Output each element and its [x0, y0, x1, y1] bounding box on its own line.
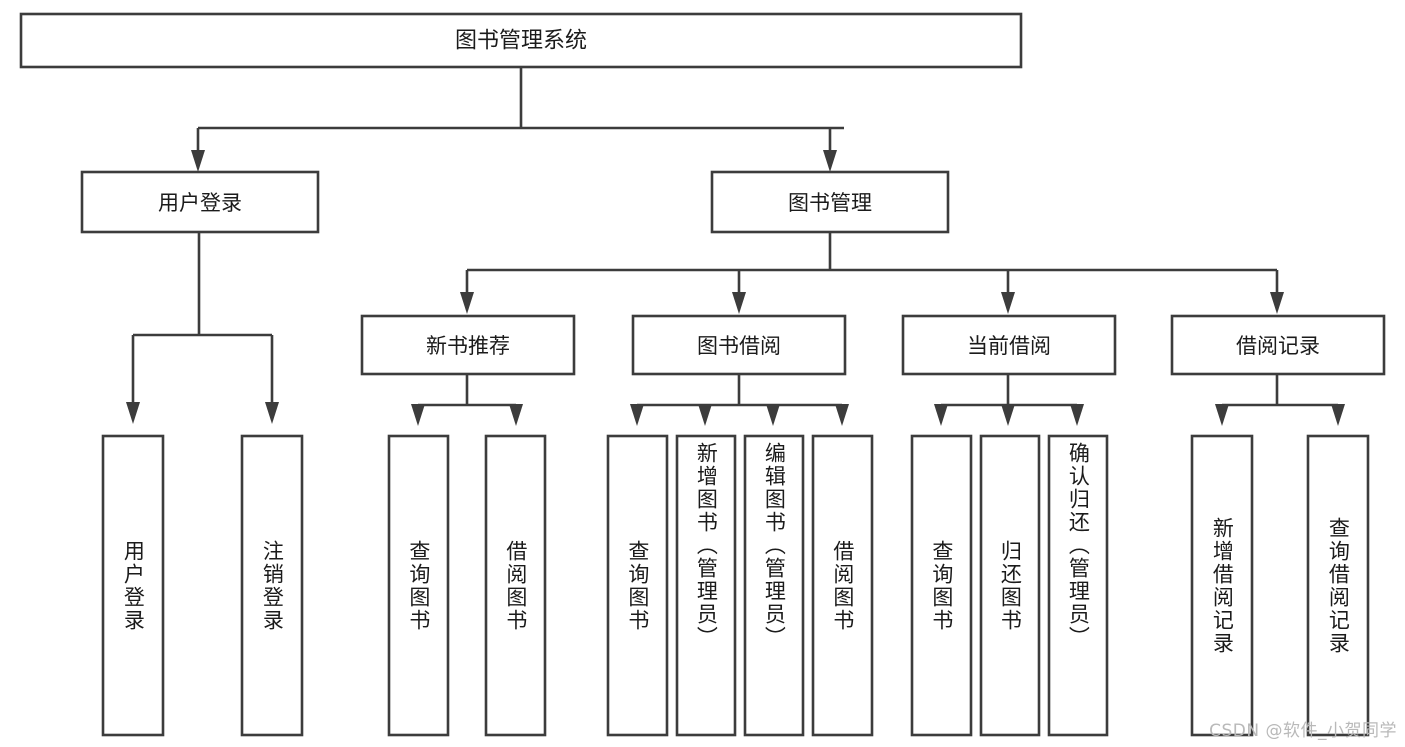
leaf-box-user-login[interactable] [101, 434, 165, 737]
connector-borrowrecord-to-leaves [1215, 374, 1345, 426]
node-current-borrow[interactable]: 当前借阅 [901, 314, 1117, 376]
node-user-login[interactable]: 用户登录 [80, 170, 320, 234]
connector-bookborrow-to-leaves [630, 374, 849, 426]
node-book-borrow[interactable]: 图书借阅 [631, 314, 847, 376]
node-borrow-record-label: 借阅记录 [1236, 334, 1320, 358]
leaf-box-query-books-a[interactable] [387, 434, 450, 737]
leaf-box-query-borrow-rec[interactable] [1306, 434, 1370, 737]
connector-bookmgmt-to-level3 [460, 232, 1284, 314]
leaf-box-edit-book-admin[interactable] [743, 434, 805, 737]
node-user-login-label: 用户登录 [158, 191, 242, 215]
node-book-borrow-label: 图书借阅 [697, 334, 781, 358]
node-current-borrow-label: 当前借阅 [967, 334, 1051, 358]
connector-root-to-level2 [191, 67, 844, 172]
leaf-box-add-borrow-rec[interactable] [1190, 434, 1254, 737]
node-book-management-label: 图书管理 [788, 191, 872, 215]
node-book-management[interactable]: 图书管理 [710, 170, 950, 234]
connector-newbook-to-leaves [411, 374, 523, 426]
node-borrow-record[interactable]: 借阅记录 [1170, 314, 1386, 376]
watermark-text: CSDN @软件_小贺同学 [1209, 721, 1397, 741]
leaf-box-confirm-return[interactable] [1047, 434, 1109, 737]
connector-currentborrow-to-leaves [934, 374, 1084, 426]
leaf-box-query-books-c[interactable] [910, 434, 973, 737]
connector-userlogin-to-leaves [126, 232, 279, 424]
node-new-book-recommend[interactable]: 新书推荐 [360, 314, 576, 376]
leaf-box-borrow-books-b[interactable] [811, 434, 874, 737]
leaf-box-query-books-b[interactable] [606, 434, 669, 737]
leaf-box-add-book-admin[interactable] [675, 434, 737, 737]
leaf-box-borrow-books-a[interactable] [484, 434, 547, 737]
leaf-box-return-books[interactable] [979, 434, 1041, 737]
leaf-boxes [101, 434, 1370, 737]
node-root-label: 图书管理系统 [455, 29, 587, 54]
node-root-system[interactable]: 图书管理系统 [19, 12, 1023, 69]
node-new-book-recommend-label: 新书推荐 [426, 334, 510, 358]
leaf-box-logout-login[interactable] [240, 434, 304, 737]
